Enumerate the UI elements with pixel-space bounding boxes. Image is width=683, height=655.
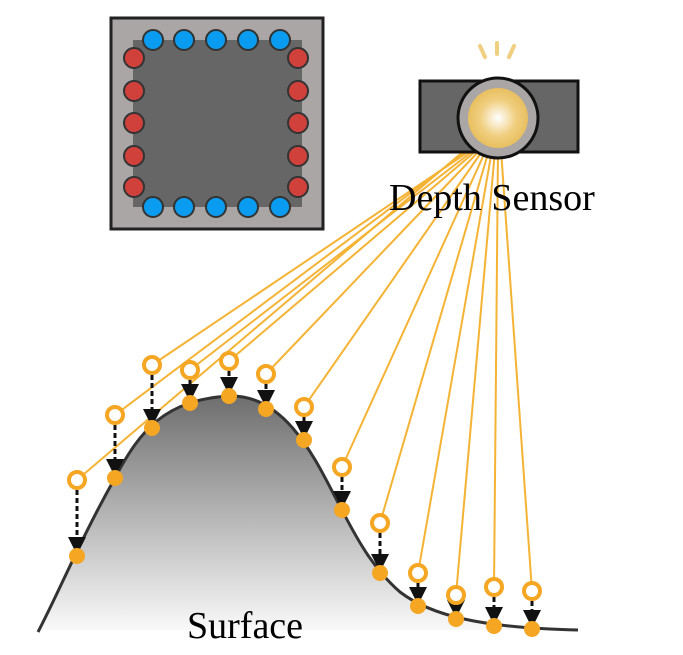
chip-icon	[109, 16, 325, 231]
surface-fill	[38, 395, 578, 640]
surface-point	[258, 401, 274, 417]
surface-point	[296, 432, 312, 448]
chip-pin-red	[287, 80, 309, 102]
sensor-ray	[189, 149, 475, 371]
chip-pin-blue	[142, 29, 164, 51]
sensor-ray	[379, 149, 490, 524]
chip-pin-red	[123, 80, 145, 102]
sensor-ray	[228, 149, 478, 362]
measured-point	[484, 577, 504, 597]
measured-point	[256, 364, 276, 384]
sensor-ray	[151, 149, 472, 366]
measured-point	[105, 405, 125, 425]
chip-pin-blue	[142, 196, 164, 218]
surface-point	[524, 621, 540, 637]
chip-pin-blue	[205, 196, 227, 218]
chip-pin-blue	[205, 29, 227, 51]
chip-pin-blue	[237, 29, 259, 51]
sensor-rays	[76, 149, 533, 596]
surface-point	[486, 618, 502, 634]
surface-point	[221, 388, 237, 404]
measured-point	[332, 457, 352, 477]
surface-point	[144, 420, 160, 436]
sensor-ray	[265, 149, 481, 375]
surface-point	[372, 565, 388, 581]
sensor-ray	[493, 149, 499, 588]
surface-point	[448, 611, 464, 627]
measured-point	[294, 397, 314, 417]
chip-pin-blue	[269, 29, 291, 51]
chip-pin-blue	[269, 196, 291, 218]
chip-pin-blue	[237, 196, 259, 218]
surface-point	[182, 395, 198, 411]
sensor-ray	[341, 149, 487, 468]
surface-point	[334, 502, 350, 518]
chip-pin-red	[287, 112, 309, 134]
surface-point	[410, 598, 426, 614]
chip-pin-blue	[173, 196, 195, 218]
sensor-ray	[114, 149, 469, 416]
surface-label: Surface	[187, 605, 304, 647]
measured-point	[67, 470, 87, 490]
sensor-ray	[417, 149, 493, 574]
measured-point	[370, 513, 390, 533]
sensor-ray	[303, 149, 484, 408]
measured-point	[522, 581, 542, 601]
chip-pin-red	[123, 176, 145, 198]
measured-point	[142, 355, 162, 375]
depth-sensor-label: Depth Sensor	[389, 177, 595, 219]
sensor-ray	[76, 149, 466, 481]
measured-point	[408, 563, 428, 583]
surface-point	[107, 470, 123, 486]
sensor-ray	[500, 149, 533, 592]
chip-pin-red	[123, 112, 145, 134]
measurement-points	[67, 351, 542, 637]
depth-sensor-icon	[418, 41, 580, 160]
chip-pin-red	[287, 176, 309, 198]
surface-point	[69, 548, 85, 564]
chip-pin-red	[287, 47, 309, 69]
measured-point	[446, 585, 466, 605]
sensor-ray	[455, 149, 496, 596]
measured-point	[180, 360, 200, 380]
chip-pin-red	[123, 145, 145, 167]
measured-point	[219, 351, 239, 371]
chip-pin-red	[123, 47, 145, 69]
chip-pin-red	[287, 145, 309, 167]
chip-pin-blue	[173, 29, 195, 51]
